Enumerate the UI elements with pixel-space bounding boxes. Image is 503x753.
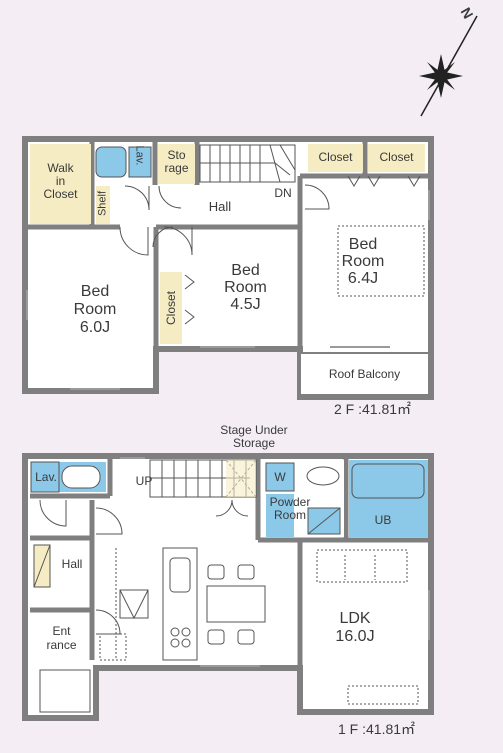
room-ldk: LDK 16.0J: [335, 610, 375, 645]
room-bed-6-0: Bed Room 6.0J: [73, 283, 117, 336]
room-hall-2f: Hall: [208, 199, 232, 214]
stair-up-label: UP: [135, 474, 153, 488]
room-roof-balcony: Roof Balcony: [328, 367, 401, 381]
walk-in-closet-area: [30, 144, 91, 224]
room-closet-mid: Closet: [164, 291, 178, 326]
compass-icon: [419, 15, 478, 117]
room-bed-4-5: Bed Room 4.5J: [224, 262, 267, 313]
room-closet-a: Closet: [318, 150, 353, 164]
floor1-area-caption: 1 F :41.81㎡: [338, 721, 416, 737]
room-storage: Sto rage: [164, 148, 189, 175]
floor2-plan: [22, 136, 434, 400]
stair-dn-label: DN: [274, 186, 292, 200]
room-hall-1f: Hall: [61, 557, 83, 571]
room-shelf: Shelf: [96, 190, 109, 217]
room-closet-b: Closet: [379, 150, 414, 164]
floor1-plan: [22, 453, 434, 721]
room-entrance: Ent rance: [46, 624, 77, 652]
room-stage-under-storage: Stage Under Storage: [220, 423, 288, 450]
room-walk-in-closet: Walk in Closet: [43, 161, 78, 201]
room-powder-room: Powder Room: [269, 495, 311, 522]
room-w-label: W: [274, 470, 286, 484]
room-ub: UB: [374, 513, 392, 527]
room-lav-2f: Lav.: [133, 145, 146, 166]
room-bed-6-4: Bed Room 6.4J: [341, 236, 385, 287]
floor2-area-caption: 2 F :41.81㎡: [334, 401, 412, 417]
room-lav-1f: Lav.: [35, 470, 57, 484]
